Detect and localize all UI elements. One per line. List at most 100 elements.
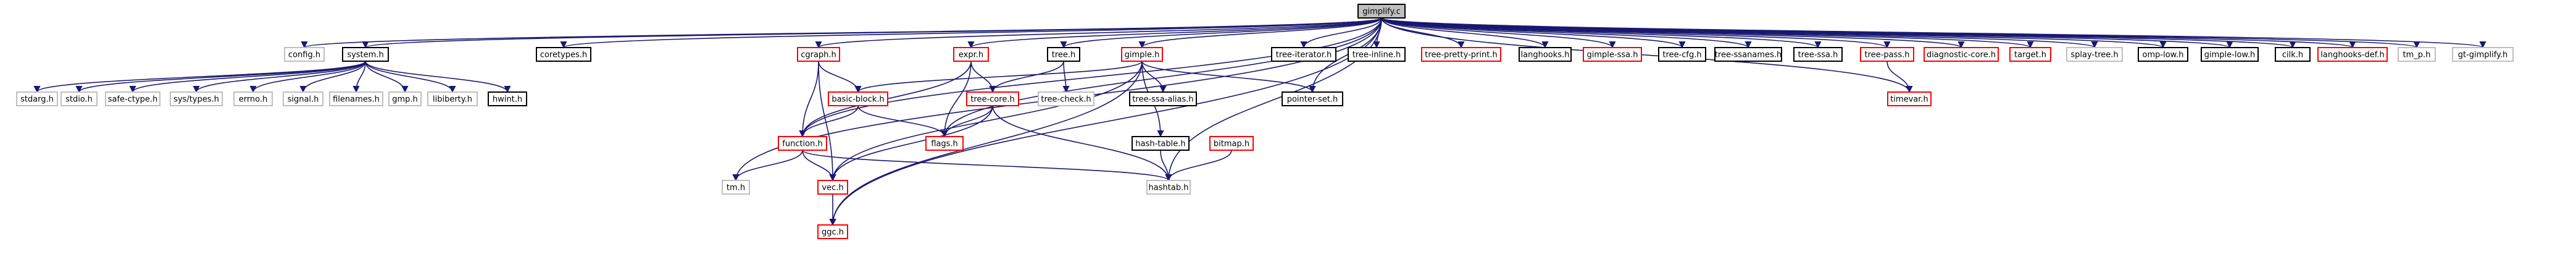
node-hwint-h[interactable]: hwint.h (488, 91, 527, 106)
edge-gimplify-c-to-tree-h (1060, 17, 1382, 49)
node-filenames-h[interactable]: filenames.h (329, 91, 383, 106)
node-box (2066, 47, 2123, 62)
node-ggc-h[interactable]: ggc.h (817, 224, 848, 239)
node-box (60, 91, 98, 106)
node-label: sys/types.h (173, 95, 219, 104)
node-flags-h[interactable]: flags.h (925, 136, 964, 151)
node-signal-h[interactable]: signal.h (283, 91, 323, 106)
node-box (2201, 47, 2259, 62)
node-hash-table-h[interactable]: hash-table.h (1132, 136, 1190, 151)
edge-gimplify-c-to-gt-gimplify-h (1381, 17, 2486, 49)
node-cgraph-h[interactable]: cgraph.h (797, 47, 840, 62)
edge-basic-block-h-to-flags-h (857, 105, 948, 138)
node-vec-h[interactable]: vec.h (817, 180, 848, 195)
node-gimple-ssa-h[interactable]: gimple-ssa.h (1583, 47, 1642, 62)
node-box (1282, 91, 1343, 106)
node-target-h[interactable]: target.h (2009, 47, 2051, 62)
node-tree-pass-h[interactable]: tree-pass.h (1860, 47, 1914, 62)
node-gmp-h[interactable]: gmp.h (388, 91, 422, 106)
node-label: gimple-ssa.h (1587, 51, 1638, 60)
node-safe-ctype-h[interactable]: safe-ctype.h (105, 91, 160, 106)
node-box (2009, 47, 2051, 62)
node-label: bitmap.h (1214, 140, 1249, 149)
node-tm-h[interactable]: tm.h (722, 180, 750, 195)
node-box (2275, 47, 2311, 62)
node-gimple-low-h[interactable]: gimple-low.h (2201, 47, 2259, 62)
node-label: signal.h (288, 95, 319, 104)
node-system-h[interactable]: system.h (342, 47, 389, 62)
edge-gimplify-c-to-langhooks-h (1381, 17, 1549, 49)
node-hashtab-h[interactable]: hashtab.h (1146, 180, 1191, 195)
edge-gimple-h-to-vec-h (829, 61, 1143, 182)
node-bitmap-h[interactable]: bitmap.h (1209, 136, 1254, 151)
edge-gimplify-c-to-splay-tree-h (1381, 17, 2098, 49)
node-label: splay-tree.h (2070, 51, 2118, 60)
node-label: tree-check.h (1041, 95, 1091, 104)
node-box (2398, 47, 2436, 62)
node-config-h[interactable]: config.h (284, 47, 325, 62)
node-diagnostic-core-h[interactable]: diagnostic-core.h (1924, 47, 1999, 62)
node-stdarg-h[interactable]: stdarg.h (16, 91, 58, 106)
node-gimplify-c[interactable]: gimplify.c (1357, 4, 1406, 19)
node-timevar-h[interactable]: timevar.h (1887, 91, 1932, 106)
edge-gimple-h-to-basic-block-h (854, 61, 1143, 93)
node-gimple-h[interactable]: gimple.h (1121, 47, 1163, 62)
node-tree-h[interactable]: tree.h (1047, 47, 1080, 62)
node-langhooks-h[interactable]: langhooks.h (1519, 47, 1572, 62)
node-tree-check-h[interactable]: tree-check.h (1038, 91, 1094, 106)
node-label: stdio.h (65, 95, 93, 104)
edge-system-h-to-filenames-h (352, 61, 366, 93)
node-splay-tree-h[interactable]: splay-tree.h (2066, 47, 2123, 62)
node-basic-block-h[interactable]: basic-block.h (828, 91, 888, 106)
node-label: langhooks-def.h (2320, 51, 2384, 60)
edge-gimplify-c-to-system-h (362, 17, 1382, 49)
node-cilk-h[interactable]: cilk.h (2275, 47, 2311, 62)
node-gt-gimplify-h[interactable]: gt-gimplify.h (2452, 47, 2514, 62)
node-box (817, 224, 848, 239)
node-tree-inline-h[interactable]: tree-inline.h (1348, 47, 1406, 62)
edge-gimplify-c-to-gimple-ssa-h (1381, 17, 1616, 49)
node-label: tree-inline.h (1353, 51, 1401, 60)
node-tree-core-h[interactable]: tree-core.h (966, 91, 1019, 106)
node-tm-p-h[interactable]: tm_p.h (2398, 47, 2436, 62)
node-box (966, 91, 1019, 106)
node-label: tree.h (1052, 51, 1076, 60)
node-box (388, 91, 422, 106)
node-label: tree-cfg.h (1662, 51, 1701, 60)
edge-system-h-to-safe-ctype-h (129, 61, 366, 93)
node-box (1658, 47, 1706, 62)
node-omp-low-h[interactable]: omp-low.h (2138, 47, 2188, 62)
node-expr-h[interactable]: expr.h (953, 47, 989, 62)
edge-gimplify-c-to-gimple-low-h (1381, 17, 2233, 49)
node-tree-ssa-alias-h[interactable]: tree-ssa-alias.h (1129, 91, 1197, 106)
edge-function-h-to-hashtab-h (802, 150, 1172, 182)
node-label: config.h (288, 51, 320, 60)
node-tree-iterator-h[interactable]: tree-iterator.h (1271, 47, 1336, 62)
node-errno-h[interactable]: errno.h (233, 91, 273, 106)
node-libiberty-h[interactable]: libiberty.h (427, 91, 478, 106)
node-label: timevar.h (1890, 95, 1928, 104)
node-label: tm.h (727, 184, 745, 193)
node-coretypes-h[interactable]: coretypes.h (536, 47, 591, 62)
node-stdio-h[interactable]: stdio.h (60, 91, 98, 106)
node-tree-ssa-h[interactable]: tree-ssa.h (1793, 47, 1843, 62)
node-pointer-set-h[interactable]: pointer-set.h (1282, 91, 1343, 106)
node-label: vec.h (822, 184, 843, 193)
node-label: basic-block.h (832, 95, 884, 104)
edge-cgraph-h-to-vec-h (818, 61, 836, 182)
node-tree-ssanames-h[interactable]: tree-ssanames.h (1714, 47, 1782, 62)
edge-gimplify-c-to-cgraph-h (815, 17, 1382, 49)
node-tree-cfg-h[interactable]: tree-cfg.h (1658, 47, 1706, 62)
node-sys-types-h[interactable]: sys/types.h (170, 91, 223, 106)
node-box (1924, 47, 1999, 62)
node-function-h[interactable]: function.h (778, 136, 827, 151)
node-langhooks-def-h[interactable]: langhooks-def.h (2317, 47, 2388, 62)
node-box (828, 91, 888, 106)
node-tree-pretty-print-h[interactable]: tree-pretty-print.h (1421, 47, 1501, 62)
edge-gimplify-c-to-coretypes-h (560, 17, 1382, 49)
node-label: hwint.h (493, 95, 522, 104)
node-box (1714, 47, 1782, 62)
edge-tree-h-to-tree-check-h (1062, 61, 1070, 93)
node-label: diagnostic-core.h (1927, 51, 1996, 60)
